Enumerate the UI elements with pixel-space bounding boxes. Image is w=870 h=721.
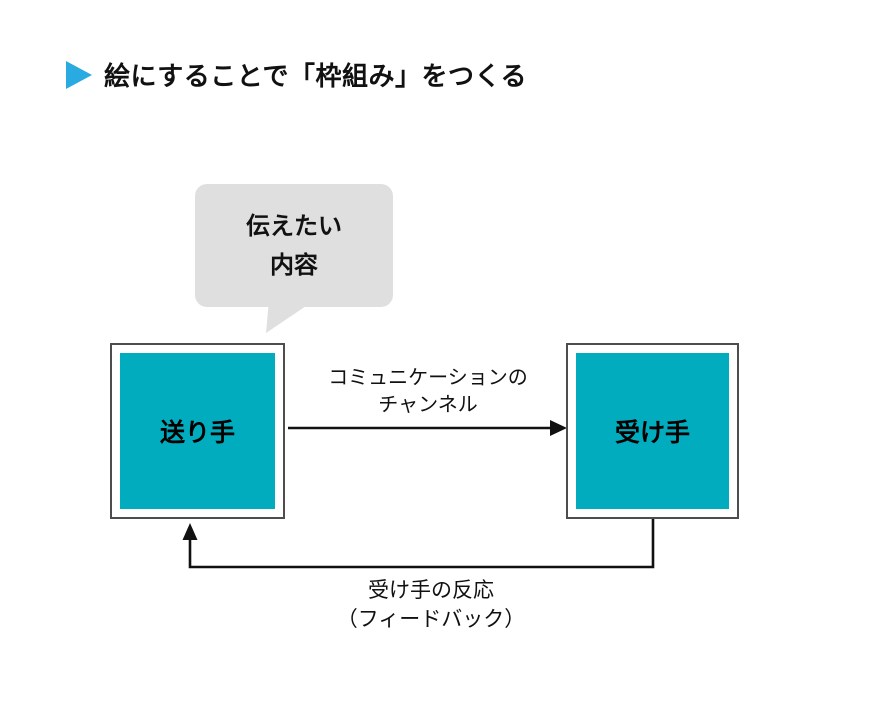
sender-box-fill: 送り手: [120, 353, 275, 509]
receiver-box-fill: 受け手: [576, 353, 729, 509]
title-row: 絵にすることで「枠組み」をつくる: [66, 56, 527, 93]
channel-arrowhead-icon: [550, 420, 567, 436]
receiver-box: 受け手: [566, 343, 739, 519]
feedback-line: [188, 519, 655, 569]
sender-box: 送り手: [110, 343, 285, 519]
right-triangle-icon: [66, 60, 92, 89]
feedback-arrowhead-icon: [182, 523, 198, 540]
speech-bubble: 伝えたい 内容: [195, 184, 393, 307]
channel-arrow-label: コミュニケーションの チャンネル: [328, 367, 528, 416]
page-title: 絵にすることで「枠組み」をつくる: [104, 61, 527, 91]
speech-bubble-text: 伝えたい 内容: [246, 212, 342, 279]
sender-label: 送り手: [159, 419, 235, 447]
feedback-arrow-label: 受け手の反応 （フィードバック）: [336, 579, 526, 631]
receiver-label: 受け手: [614, 419, 690, 447]
